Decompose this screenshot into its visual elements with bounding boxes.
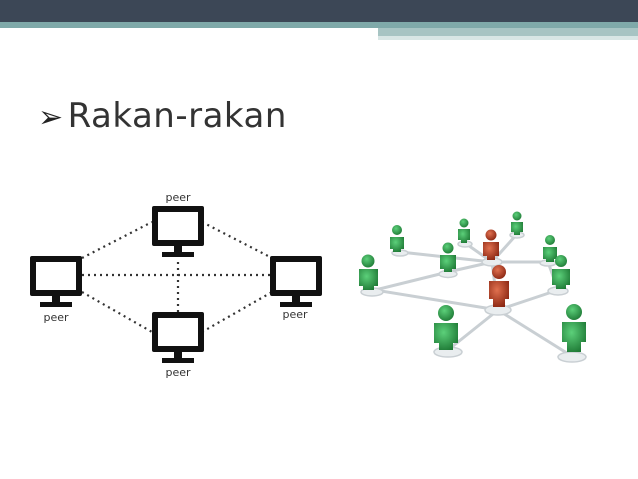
peer-top-computer-icon xyxy=(152,206,204,257)
header-accent-line xyxy=(0,22,638,28)
people-network-icon xyxy=(359,211,587,363)
peer-left-label: peer xyxy=(43,311,69,324)
slide-title-text: Rakan-rakan xyxy=(67,96,287,136)
peer-bottom-label: peer xyxy=(165,366,191,379)
person-green-icon xyxy=(552,255,570,289)
person-green-icon xyxy=(543,235,557,262)
person-green-icon xyxy=(434,305,458,350)
header-band xyxy=(0,0,638,22)
header-accent-light xyxy=(378,36,638,40)
bullet-arrow-icon: ➢ xyxy=(38,100,64,135)
peer-right-computer-icon xyxy=(270,256,322,307)
peer-right-label: peer xyxy=(282,308,308,321)
network-nodes xyxy=(360,231,587,363)
p2p-diagram: peer peer peer peer xyxy=(30,191,322,379)
slide-title: ➢Rakan-rakan xyxy=(38,96,287,136)
peer-top-label: peer xyxy=(165,191,191,204)
person-red-icon xyxy=(483,229,499,260)
person-green-icon xyxy=(511,211,523,235)
peer-left-computer-icon xyxy=(30,256,82,307)
person-figures xyxy=(359,211,586,352)
peer-bottom-computer-icon xyxy=(152,312,204,363)
person-green-icon xyxy=(359,254,378,290)
person-green-icon xyxy=(440,242,456,272)
person-green-icon xyxy=(458,218,470,243)
person-red-icon xyxy=(489,265,509,307)
peer-connections xyxy=(81,221,273,333)
person-green-icon xyxy=(390,225,404,252)
person-green-icon xyxy=(562,304,586,352)
